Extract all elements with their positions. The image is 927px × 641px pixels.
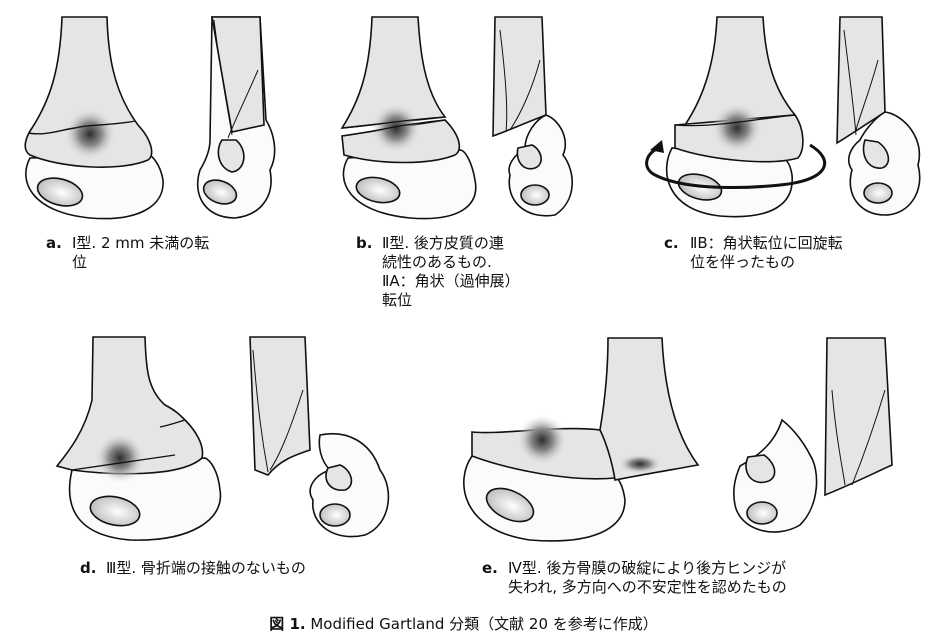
panel-e-line-2: 失われ, 多方向への不安定性を認めたもの [508, 578, 787, 596]
figure-number: 図 1. [269, 615, 306, 633]
rotation-arrow-icon [645, 140, 827, 190]
panel-b-diagram [320, 0, 620, 225]
panel-b-line-4: 転位 [382, 291, 413, 309]
figure-caption: 図 1. Modified Gartland 分類（文献 20 を参考に作成） [0, 614, 927, 634]
panel-c-letter: c. [664, 234, 679, 252]
figure-title: Modified Gartland 分類 [310, 615, 480, 633]
panel-c-illustration [645, 16, 921, 218]
panel-b-line-1: Ⅱ型. 後方皮質の連 [382, 234, 504, 252]
panel-e-diagram [440, 330, 927, 560]
panel-e-label: e. Ⅳ型. 後方骨膜の破綻により後方ヒンジが 失われ, 多方向への不安定性を認め… [482, 559, 787, 597]
panel-b-label: b. Ⅱ型. 後方皮質の連 続性のあるもの. ⅡA：角状（過伸展） 転位 [356, 234, 520, 310]
panel-d-label: d. Ⅲ型. 骨折端の接触のないもの [80, 559, 306, 578]
figure-note: （文献 20 を参考に作成） [479, 615, 658, 633]
panel-c-label: c. ⅡB：角状転位に回旋転 位を伴ったもの [664, 234, 843, 272]
panel-a-line-1: Ⅰ型. 2 mm 未満の転 [72, 234, 210, 252]
panel-d-diagram [0, 330, 440, 560]
panel-e-illustration [463, 337, 893, 542]
panel-d-line-1: Ⅲ型. 骨折端の接触のないもの [106, 559, 306, 577]
panel-a-illustration [24, 16, 276, 220]
panel-c-line-1: ⅡB：角状転位に回旋転 [690, 234, 843, 252]
panel-e-letter: e. [482, 559, 498, 577]
panel-a-diagram [0, 0, 320, 225]
panel-b-illustration [340, 16, 573, 220]
panel-e-line-1: Ⅳ型. 後方骨膜の破綻により後方ヒンジが [508, 559, 787, 577]
panel-b-line-3: ⅡA：角状（過伸展） [382, 272, 520, 290]
panel-b-line-2: 続性のあるもの. [382, 253, 492, 271]
panel-a-letter: a. [46, 234, 62, 252]
panel-c-line-2: 位を伴ったもの [690, 253, 796, 271]
panel-a-line-2: 位 [72, 253, 88, 271]
panel-c-diagram [620, 0, 927, 230]
panel-b-letter: b. [356, 234, 373, 252]
panel-a-label: a. Ⅰ型. 2 mm 未満の転 位 [46, 234, 209, 272]
panel-d-illustration [55, 336, 390, 541]
panel-d-letter: d. [80, 559, 97, 577]
